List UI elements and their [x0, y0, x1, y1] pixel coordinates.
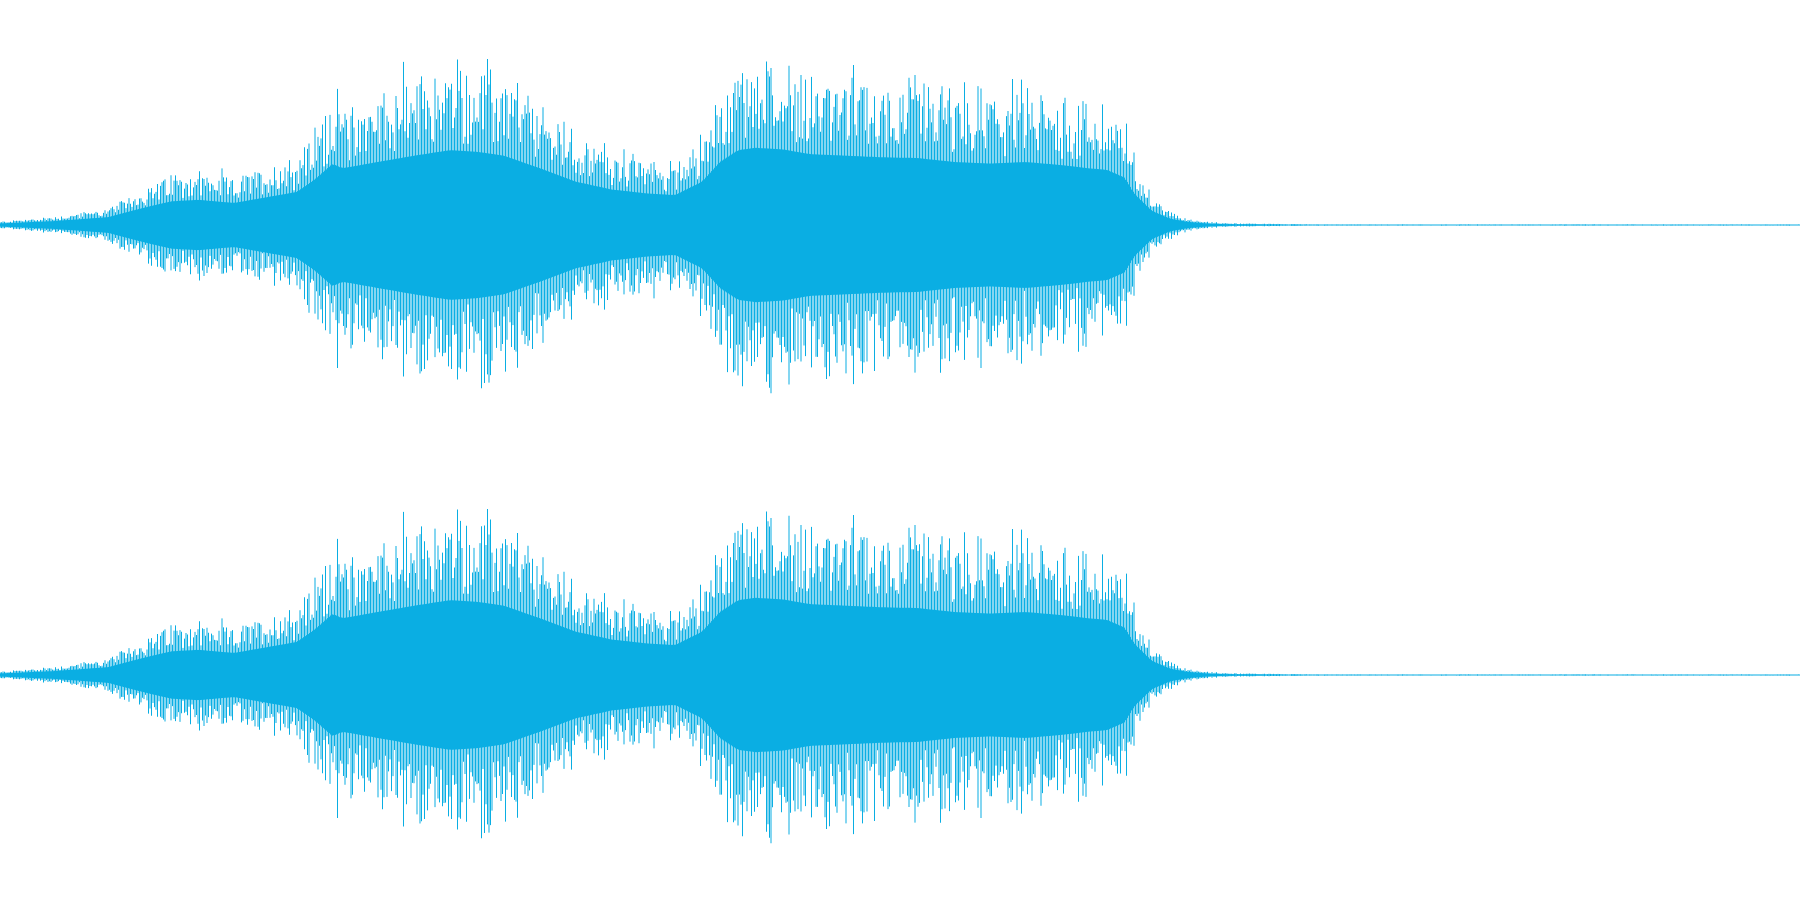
channel-1-waveform[interactable]: [0, 0, 1800, 450]
channel-2-plot: [0, 509, 1800, 844]
channel-2-waveform[interactable]: [0, 450, 1800, 900]
channel-1-core: [0, 147, 1800, 303]
channel-1-plot: [0, 59, 1800, 394]
channel-2-core: [0, 597, 1800, 753]
